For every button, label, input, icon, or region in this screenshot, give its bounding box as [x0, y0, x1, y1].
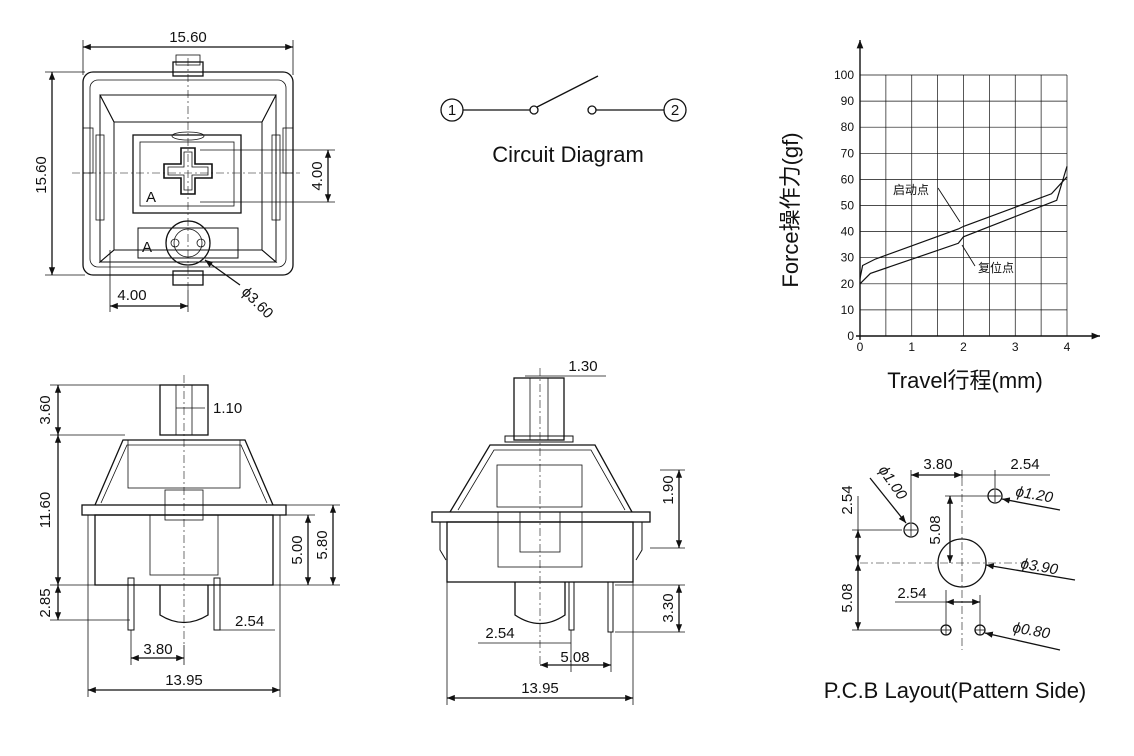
- pcb-hole-pin: ϕ1.20: [1014, 483, 1055, 506]
- front-pin-spacing: 2.54: [235, 613, 264, 630]
- top-view: [45, 40, 335, 312]
- pcb-dim-254-left: 2.54: [839, 485, 856, 514]
- label-a-lower: A: [142, 239, 152, 256]
- chart-y-tick-label: 10: [841, 303, 855, 317]
- chart-series-line-1: [859, 176, 1068, 279]
- chart-x-tick-label: 0: [857, 340, 864, 354]
- chart-annotation-actuation: 启动点: [893, 183, 929, 197]
- pcb-dim-254-bottom: 2.54: [897, 585, 926, 602]
- chart-y-tick-label: 50: [841, 199, 855, 213]
- chart-x-tick-label: 1: [908, 340, 915, 354]
- top-width-dim: 15.60: [169, 29, 207, 46]
- circuit-pin-2: 2: [671, 102, 679, 119]
- chart-annotation-reset: 复位点: [978, 260, 1014, 275]
- pcb-dim-508-inner: 5.08: [927, 515, 944, 544]
- chart-y-tick-label: 20: [841, 277, 855, 291]
- front-inner-1: 5.00: [289, 535, 306, 564]
- top-offset-dim: 4.00: [117, 287, 146, 304]
- chart-y-tick-label: 100: [834, 68, 854, 82]
- pcb-layout: [852, 470, 1076, 651]
- side-clip-height: 1.90: [660, 475, 677, 504]
- force-chart: 0 10 20 30 40 50 60 70 80 90 100 0 1 2 3 4: [834, 40, 1100, 354]
- chart-x-tick-label: 3: [1012, 340, 1019, 354]
- front-view: [50, 375, 340, 697]
- top-cross-dim: 4.00: [309, 161, 326, 190]
- pcb-hole-small: ϕ1.00: [875, 463, 911, 504]
- front-stem-width: 1.10: [213, 400, 242, 417]
- circuit-title: Circuit Diagram: [492, 142, 644, 167]
- chart-x-tick-label: 2: [960, 340, 967, 354]
- chart-series: [859, 166, 1068, 285]
- front-center-offset: 3.80: [143, 641, 172, 658]
- circuit-diagram: [440, 75, 687, 122]
- chart-y-tick-label: 60: [841, 172, 855, 186]
- side-pin-pitch: 2.54: [485, 625, 514, 642]
- chart-grid: [856, 40, 1100, 340]
- chart-y-tick-label: 80: [841, 120, 855, 134]
- chart-y-tick-label: 90: [841, 94, 855, 108]
- label-a-upper: A: [146, 189, 156, 206]
- chart-y-tick-label: 40: [841, 225, 855, 239]
- chart-y-tick-label: 30: [841, 251, 855, 265]
- chart-series-line-2: [859, 166, 1068, 285]
- front-body-height: 11.60: [37, 492, 54, 528]
- front-bottom-height: 2.85: [37, 588, 54, 617]
- chart-ylabel: Force操作力(gf): [778, 132, 803, 287]
- side-view: [431, 368, 685, 705]
- pcb-dim-508-left: 5.08: [839, 583, 856, 612]
- pcb-hole-led: ϕ0.80: [1011, 619, 1052, 642]
- side-pin-offset: 5.08: [560, 649, 589, 666]
- side-stem-width: 1.30: [568, 358, 597, 375]
- chart-y-tick-label: 70: [841, 146, 855, 160]
- chart-annotation-leaders: [937, 187, 976, 267]
- side-width: 13.95: [521, 680, 559, 697]
- chart-ticks: 0 10 20 30 40 50 60 70 80 90 100 0 1 2 3 4: [834, 68, 1071, 354]
- chart-y-tick-label: 0: [847, 329, 854, 343]
- top-led-dim: ϕ3.60: [238, 284, 277, 323]
- side-pin-length: 3.30: [660, 593, 677, 622]
- pcb-hole-center: ϕ3.90: [1019, 555, 1060, 578]
- chart-xlabel: Travel行程(mm): [887, 368, 1043, 393]
- front-stem-height: 3.60: [37, 395, 54, 424]
- front-width: 13.95: [165, 672, 203, 689]
- chart-x-tick-label: 4: [1064, 340, 1071, 354]
- pcb-dim-380: 3.80: [923, 456, 952, 473]
- pcb-title: P.C.B Layout(Pattern Side): [824, 678, 1087, 703]
- front-inner-2: 5.80: [314, 530, 331, 559]
- top-height-dim: 15.60: [33, 156, 50, 194]
- pcb-dim-254-top: 2.54: [1010, 456, 1039, 473]
- circuit-pin-1: 1: [448, 102, 456, 119]
